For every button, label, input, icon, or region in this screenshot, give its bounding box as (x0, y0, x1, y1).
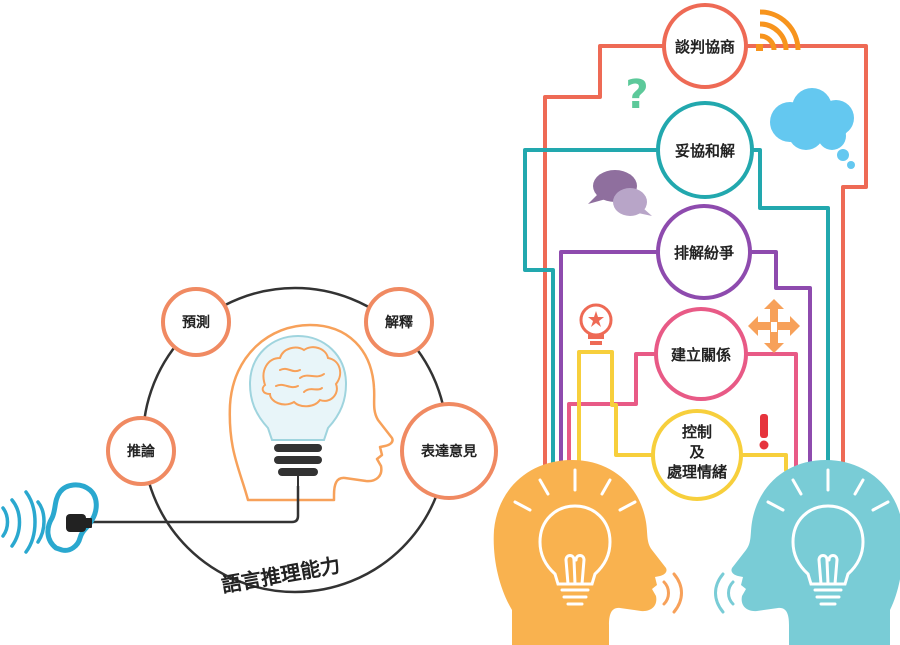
node-negotiate: 談判協商 (662, 3, 748, 89)
node-resolve: 排解紛爭 (656, 204, 752, 300)
node-manage-emotions: 控制 及 處理情緒 (651, 409, 743, 501)
thought-cloud-icon (770, 88, 855, 169)
node-compromise: 妥協和解 (656, 101, 754, 199)
node-express-label: 表達意見 (420, 443, 477, 460)
line-teal-right (750, 148, 830, 472)
line-red (543, 44, 667, 472)
line-purple (559, 250, 658, 472)
node-compromise-label: 妥協和解 (675, 142, 735, 160)
node-express: 表達意見 (400, 402, 498, 500)
line-red-right (743, 44, 868, 472)
node-build-label: 建立關係 (671, 346, 731, 364)
ear-connection-wire (84, 486, 300, 524)
line-pink (567, 352, 657, 472)
line-yellow-right (739, 453, 788, 472)
lightbulb-icon (248, 334, 348, 486)
sound-wave-icon (1, 490, 46, 554)
connection-lines (523, 44, 868, 472)
question-mark-icon: ? (625, 72, 648, 118)
orange-head (493, 460, 683, 645)
node-infer: 推論 (106, 416, 176, 486)
line-teal (523, 148, 660, 472)
node-emotion-line1: 控制 (682, 423, 712, 441)
node-build-relations: 建立關係 (654, 307, 748, 401)
node-emotion-line2: 及 (689, 443, 705, 461)
node-resolve-label: 排解紛爭 (674, 244, 734, 262)
speech-bubbles-icon (588, 170, 652, 216)
node-predict-label: 預測 (182, 314, 210, 331)
arrows-icon (748, 299, 800, 353)
sound-wave-icon (662, 572, 683, 614)
lightbulb-icon (513, 468, 637, 606)
blue-head (714, 460, 900, 645)
brain-icon (261, 346, 342, 408)
sound-wave-icon (714, 572, 735, 614)
line-yellow (577, 350, 655, 472)
line-pink-right (744, 352, 798, 472)
language-reasoning-group: 預測 解釋 推論 表達意見 語言推理能力 (1, 286, 498, 597)
node-predict: 預測 (161, 287, 231, 357)
wifi-signal-icon (756, 9, 801, 51)
lightbulb-icon (766, 468, 890, 606)
node-interpret: 解釋 (364, 287, 434, 357)
exclamation-icon (759, 414, 769, 450)
ear-icon (45, 482, 99, 553)
node-emotion-line3: 處理情緒 (667, 463, 727, 481)
node-interpret-label: 解釋 (385, 314, 413, 331)
line-purple-right (750, 250, 812, 472)
idea-bulb-icon (579, 303, 613, 345)
node-infer-label: 推論 (127, 443, 156, 460)
node-negotiate-label: 談判協商 (675, 38, 735, 56)
